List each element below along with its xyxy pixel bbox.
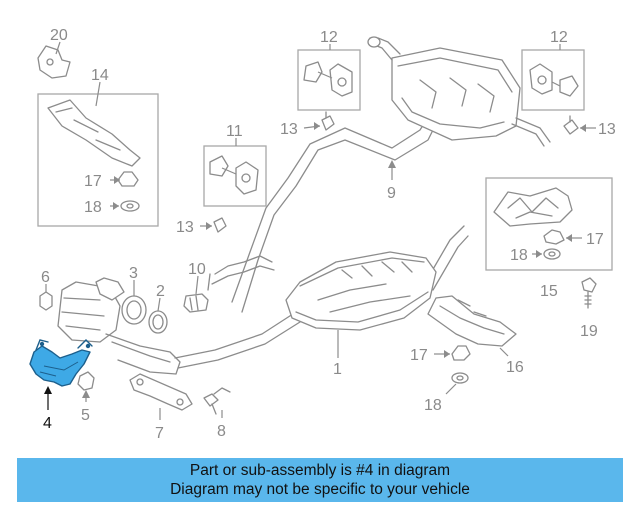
banner-line-2: Diagram may not be specific to your vehi… bbox=[170, 481, 470, 498]
callout-11: 11 bbox=[226, 123, 243, 140]
heat-shield-part-4 bbox=[29, 339, 93, 387]
callout-17-a: 17 bbox=[84, 173, 102, 190]
clip-part-6 bbox=[39, 284, 53, 311]
leader-18c bbox=[445, 383, 457, 395]
gasket-part-17-a bbox=[117, 171, 139, 187]
bolt-part-8 bbox=[203, 387, 231, 418]
callout-12-a: 12 bbox=[320, 29, 338, 46]
nut-part-5 bbox=[77, 371, 95, 402]
callout-13-a: 13 bbox=[280, 121, 298, 138]
heat-shield-part-15 bbox=[493, 187, 573, 227]
bolt-part-13-a bbox=[303, 111, 335, 131]
catalytic-converter bbox=[57, 277, 181, 375]
callout-9: 9 bbox=[387, 185, 396, 202]
exhaust-pipe bbox=[174, 113, 469, 369]
callout-17-c: 17 bbox=[410, 347, 428, 364]
heat-shield-part-16 bbox=[427, 295, 517, 357]
callout-20: 20 bbox=[50, 27, 68, 44]
bolt-part-13-c bbox=[563, 115, 596, 135]
bolt-part-13-b bbox=[200, 217, 227, 233]
callout-13-b: 13 bbox=[176, 219, 194, 236]
gasket-part-2 bbox=[148, 297, 168, 334]
callout-7: 7 bbox=[155, 425, 164, 442]
heat-shield-part-14 bbox=[47, 99, 141, 167]
box-12-left bbox=[297, 49, 361, 111]
nut-part-18-b bbox=[543, 248, 561, 260]
callout-8: 8 bbox=[217, 423, 226, 440]
callout-17-b: 17 bbox=[586, 231, 604, 248]
gasket-part-17-b bbox=[543, 229, 565, 245]
exhaust-system-diagram: 20 14 17 18 12 13 11 13 12 13 9 17 18 15… bbox=[29, 27, 616, 442]
callout-3: 3 bbox=[129, 265, 138, 282]
center-muffler bbox=[285, 251, 437, 331]
callout-5: 5 bbox=[81, 407, 90, 424]
rear-muffler bbox=[367, 36, 551, 147]
hanger-part-11 bbox=[209, 155, 259, 195]
box-15 bbox=[485, 177, 613, 271]
clamp-part-3 bbox=[121, 280, 147, 325]
callout-6: 6 bbox=[41, 269, 50, 286]
bracket-part-7 bbox=[129, 373, 193, 420]
callout-18-b: 18 bbox=[510, 247, 528, 264]
leader-20 bbox=[55, 41, 61, 55]
callout-10: 10 bbox=[188, 261, 206, 278]
callout-1: 1 bbox=[333, 361, 342, 378]
callout-18-a: 18 bbox=[84, 199, 102, 216]
bracket-hole bbox=[46, 58, 54, 66]
callout-14: 14 bbox=[91, 67, 109, 84]
callout-12-b: 12 bbox=[550, 29, 568, 46]
box-11 bbox=[203, 145, 267, 207]
info-banner: Part or sub-assembly is #4 in diagram Di… bbox=[17, 458, 623, 502]
callout-15: 15 bbox=[540, 283, 558, 300]
bracket-part-20 bbox=[37, 45, 71, 79]
arrow-4 bbox=[44, 386, 52, 394]
clamp-part-10 bbox=[183, 275, 209, 313]
callout-18-c: 18 bbox=[424, 397, 442, 414]
callout-2: 2 bbox=[156, 283, 165, 300]
callout-13-c: 13 bbox=[598, 121, 616, 138]
nut-part-18-c bbox=[451, 372, 469, 384]
hanger-part-12-left bbox=[303, 61, 353, 97]
leader-14 bbox=[95, 81, 101, 107]
callout-19: 19 bbox=[580, 323, 598, 340]
box-12-right bbox=[521, 49, 585, 111]
gasket-part-17-c bbox=[451, 345, 471, 361]
nut-part-18-a bbox=[120, 200, 140, 212]
callout-4: 4 bbox=[43, 415, 52, 432]
banner-line-1: Part or sub-assembly is #4 in diagram bbox=[189, 462, 451, 479]
hanger-part-12-right bbox=[529, 63, 579, 97]
callout-16: 16 bbox=[506, 359, 524, 376]
bolt-part-19 bbox=[581, 277, 597, 309]
